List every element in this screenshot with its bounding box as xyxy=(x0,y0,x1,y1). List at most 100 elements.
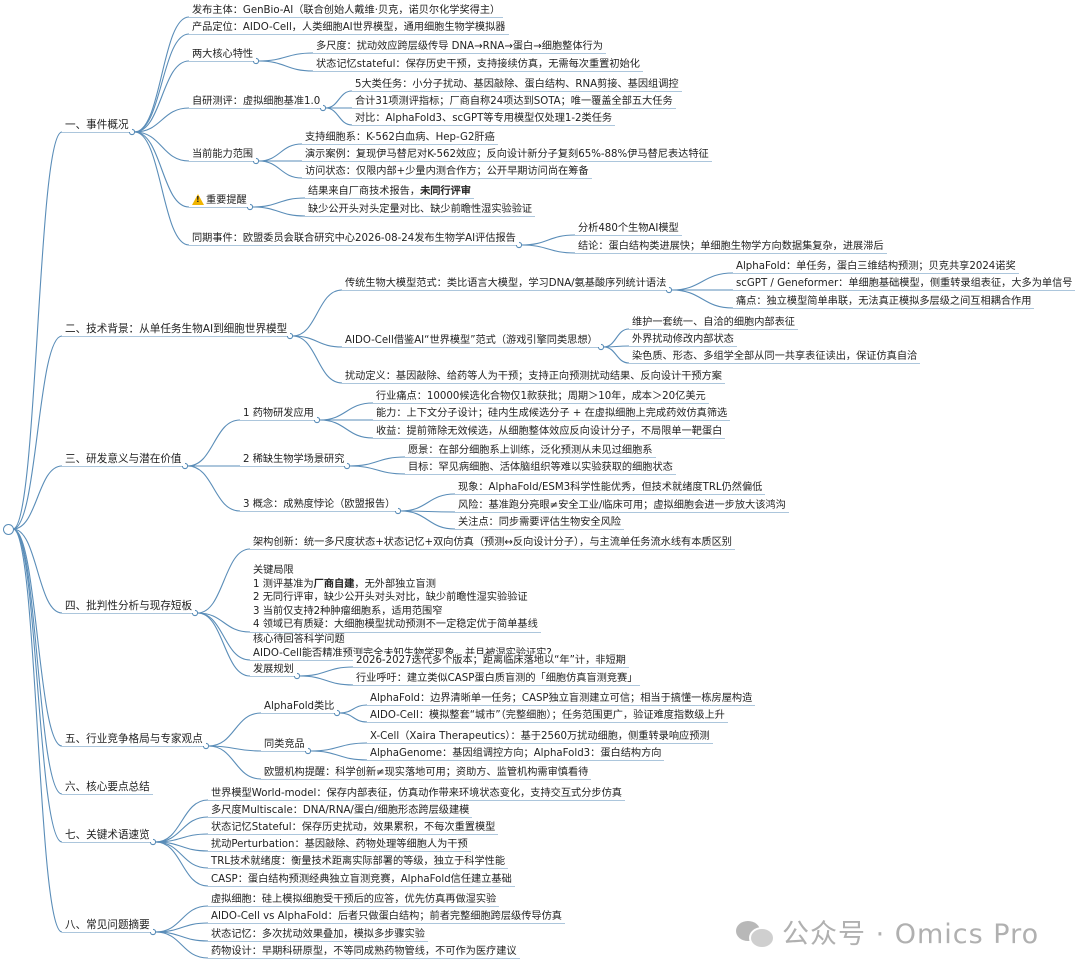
leaf-node[interactable]: 分析480个生物AI模型 xyxy=(575,222,682,235)
leaf-node[interactable]: 愿景：在部分细胞系上训练，泛化预测从未见过细胞系 xyxy=(405,444,656,457)
leaf-node[interactable]: AlphaFold：边界清晰单一任务；CASP独立盲测建立可信；相当于搞懂一栋房… xyxy=(367,692,756,705)
leaf-node[interactable]: 关注点：同步需要评估生物安全风险 xyxy=(455,516,624,529)
connector xyxy=(671,272,734,291)
leaf-node[interactable]: 支持细胞系：K-562白血病、Hep-G2肝癌 xyxy=(302,131,498,144)
leaf-node[interactable]: AlphaFold：单任务，蛋白三维结构预测；贝克共享2024诺奖 xyxy=(733,260,1019,273)
branch-node[interactable]: AlphaFold类比 xyxy=(261,700,338,713)
section-node[interactable]: 一、事件概况 xyxy=(62,119,132,132)
branch-node[interactable]: 发布主体：GenBio-AI（联合创始人戴维·贝克，诺贝尔化学奖得主） xyxy=(189,4,504,17)
node-label: AIDO-Cell借鉴AI“世界模型”范式（游戏引擎同类思想） xyxy=(345,335,598,346)
leaf-node[interactable]: 行业痛点：10000候选化合物仅1款获批；周期＞10年，成本＞20亿美元 xyxy=(373,390,709,403)
branch-node[interactable]: 状态记忆：多次扰动效果叠加，模拟多步骤实验 xyxy=(208,928,428,941)
branch-node[interactable]: 多尺度Multiscale：DNA/RNA/蛋白/细胞形态跨层级建模 xyxy=(208,804,473,817)
leaf-node[interactable]: 维护一套统一、自洽的细胞内部表征 xyxy=(629,316,798,329)
branch-node[interactable]: 当前能力范围 xyxy=(189,148,257,161)
connector xyxy=(187,465,241,512)
node-label: 支持细胞系：K-562白血病、Hep-G2肝癌 xyxy=(305,132,495,143)
node-label: 扰动Perturbation：基因敲除、药物处理等细胞人为干预 xyxy=(211,839,468,850)
branch-node[interactable]: AIDO-Cell借鉴AI“世界模型”范式（游戏引擎同类思想） xyxy=(342,334,601,347)
leaf-node[interactable]: 演示案例：复现伊马替尼对K-562效应；反向设计新分子复刻65%-88%伊马替尼… xyxy=(302,148,712,161)
leaf-node[interactable]: 行业呼吁：建立类似CASP蛋白质盲测的「细胞仿真盲测竞赛」 xyxy=(353,672,641,685)
branch-node[interactable]: 重要提醒 xyxy=(189,193,250,207)
node-label: 产品定位：AIDO-Cell，人类细胞AI世界模型，通用细胞生物学模拟器 xyxy=(192,22,506,33)
node-label: 多尺度：扰动效应跨层级传导 DNA→RNA→蛋白→细胞整体行为 xyxy=(316,41,603,52)
branch-node[interactable]: 发展规划 xyxy=(250,663,297,676)
node-label: 虚拟细胞：硅上模拟细胞受干预后的应答，优先仿真再做湿实验 xyxy=(211,894,497,905)
branch-node[interactable]: 扰动定义：基因敲除、给药等人为干预；支持正向预测扰动结果、反向设计干预方案 xyxy=(342,370,725,383)
leaf-node[interactable]: 状态记忆stateful：保存历史干预，支持接续仿真，无需每次重置初始化 xyxy=(313,58,643,71)
section-node[interactable]: 三、研发意义与潜在价值 xyxy=(62,453,185,466)
branch-node[interactable]: 同类竞品 xyxy=(261,738,308,751)
leaf-node[interactable]: 风险：基准跑分亮眼≠安全工业/临床可用；虚拟细胞会进一步放大该鸿沟 xyxy=(455,499,789,512)
branch-node[interactable]: 药物设计：早期科研原型，不等同成熟药物管线，不可作为医疗建议 xyxy=(208,945,520,958)
branch-node[interactable]: 传统生物大模型范式：类比语言大模型，学习DNA/氨基酸序列统计语法 xyxy=(342,277,670,290)
branch-node[interactable]: 架构创新：统一多尺度状态+状态记忆+双向仿真（预测↔反向设计分子），与主流单任务… xyxy=(250,536,735,549)
node-label: 扰动定义：基因敲除、给药等人为干预；支持正向预测扰动结果、反向设计干预方案 xyxy=(345,371,722,382)
leaf-node[interactable]: scGPT / Geneformer：单细胞基础模型，侧重转录组表征，大多为单信… xyxy=(733,277,1076,290)
leaf-node[interactable]: 合计31项测评指标；厂商自称24项达到SOTA；唯一覆盖全部五大任务 xyxy=(352,95,676,108)
section-node[interactable]: 八、常见问题摘要 xyxy=(62,919,153,932)
branch-node[interactable]: 产品定位：AIDO-Cell，人类细胞AI世界模型，通用细胞生物学模拟器 xyxy=(189,21,509,34)
node-label: 合计31项测评指标；厂商自称24项达到SOTA；唯一覆盖全部五大任务 xyxy=(355,96,673,107)
node-label: scGPT / Geneformer：单细胞基础模型，侧重转录组表征，大多为单信… xyxy=(736,278,1073,289)
leaf-node[interactable]: 外界扰动修改内部状态 xyxy=(629,333,737,346)
branch-node[interactable]: 1 药物研发应用 xyxy=(240,407,317,420)
node-detail-line: AIDO-Cell能否精准预测完全未知生物学现象，并且被湿实验证实? xyxy=(253,647,552,659)
branch-node[interactable]: 3 概念：成熟度悖论（欧盟报告） xyxy=(240,498,399,511)
branch-node[interactable]: TRL技术就绪度：衡量技术距离实际部署的等级，独立于科学性能 xyxy=(208,855,509,868)
connector xyxy=(155,799,209,843)
connector xyxy=(603,346,630,364)
leaf-node[interactable]: 5大类任务：小分子扰动、基因敲除、蛋白结构、RNA剪接、基因组调控 xyxy=(352,78,682,91)
section-node[interactable]: 五、行业竞争格局与专家观点 xyxy=(62,733,206,746)
branch-node[interactable]: 两大核心特性 xyxy=(189,48,257,61)
leaf-node[interactable]: 缺少公开头对头定量对比、缺少前瞻性湿实验验证 xyxy=(305,203,536,216)
branch-node[interactable]: 扰动Perturbation：基因敲除、药物处理等细胞人为干预 xyxy=(208,838,471,851)
branch-node[interactable]: 自研测评：虚拟细胞基准1.0 xyxy=(189,95,324,108)
branch-node[interactable]: CASP：蛋白结构预测经典独立盲测竞赛，AlphaFold信任建立基础 xyxy=(208,873,515,886)
node-label: 四、批判性分析与现存短板 xyxy=(65,600,193,612)
branch-node[interactable]: 欧盟机构提醒：科学创新≠现实落地可用；资助方、监管机构需审慎看待 xyxy=(261,766,592,779)
leaf-node[interactable]: 结论：蛋白结构类进展快；单细胞生物学方向数据集复杂，进展滞后 xyxy=(575,240,887,253)
node-label: 痛点：独立模型简单串联，无法真正模拟多层级之间互相耦合作用 xyxy=(736,296,1032,307)
node-label: 对比：AlphaFold3、scGPT等专用模型仅处理1-2类任务 xyxy=(355,113,613,124)
node-detail-line: 2 无同行评审，缺少公开头对头对比，缺少前瞻性湿实验验证 xyxy=(253,592,528,603)
connector xyxy=(339,704,368,714)
connector xyxy=(258,60,314,72)
leaf-node[interactable]: 结果来自厂商技术报告，未同行评审 xyxy=(305,185,474,198)
section-node[interactable]: 六、核心要点总结 xyxy=(62,781,153,794)
leaf-node[interactable]: X-Cell（Xaira Therapeutics）：基于2560万扰动细胞，侧… xyxy=(367,730,713,743)
leaf-node[interactable]: 2026-2027迭代多个版本；距离临床落地以“年”计，非短期 xyxy=(353,654,629,667)
section-node[interactable]: 七、关键术语速览 xyxy=(62,829,153,842)
leaf-node[interactable]: 能力：上下文分子设计；硅内生成候选分子 + 在虚拟细胞上完成药效仿真筛选 xyxy=(373,407,731,420)
root-node[interactable] xyxy=(3,524,14,535)
connector xyxy=(252,206,306,217)
branch-node[interactable]: 同期事件：欧盟委员会联合研究中心2026-08-24发布生物学AI评估报告 xyxy=(189,232,519,245)
leaf-node[interactable]: 访问状态：仅限内部+少量内测合作方；公开早期访问尚在筹备 xyxy=(302,165,592,178)
branch-node[interactable]: 状态记忆Stateful：保存历史扰动，效果累积，不每次重置模型 xyxy=(208,821,499,834)
branch-node[interactable]: 2 稀缺生物学场景研究 xyxy=(240,453,348,466)
node-label: CASP：蛋白结构预测经典独立盲测竞赛，AlphaFold信任建立基础 xyxy=(211,874,512,885)
branch-node[interactable]: 虚拟细胞：硅上模拟细胞受干预后的应答，优先仿真再做湿实验 xyxy=(208,893,500,906)
connector xyxy=(12,528,63,843)
leaf-node[interactable]: AIDO-Cell：模拟整套“城市”（完整细胞）；任务范围更广，验证难度指数级上… xyxy=(367,709,728,722)
leaf-node[interactable]: 对比：AlphaFold3、scGPT等专用模型仅处理1-2类任务 xyxy=(352,112,616,125)
branch-node[interactable]: AIDO-Cell vs AlphaFold：后者只做蛋白结构；前者完整细胞跨层… xyxy=(208,910,565,923)
section-node[interactable]: 二、技术背景：从单任务生物AI到细胞世界模型 xyxy=(62,323,291,336)
connector xyxy=(187,419,241,467)
section-node[interactable]: 四、批判性分析与现存短板 xyxy=(62,600,196,613)
leaf-node[interactable]: 多尺度：扰动效应跨层级传导 DNA→RNA→蛋白→细胞整体行为 xyxy=(313,40,606,53)
node-label: 收益：提前筛除无效候选，从细胞整体效应反向设计分子，不局限单一靶蛋白 xyxy=(376,426,723,437)
connector xyxy=(252,197,306,208)
leaf-node[interactable]: 收益：提前筛除无效候选，从细胞整体效应反向设计分子，不局限单一靶蛋白 xyxy=(373,425,726,438)
leaf-node[interactable]: 现象：AlphaFold/ESM3科学性能优秀，但技术就绪度TRL仍然偏低 xyxy=(455,481,766,494)
branch-node[interactable]: 世界模型World-model：保存内部表征，仿真动作带来环境状态变化，支持交互… xyxy=(208,787,625,800)
leaf-node[interactable]: AlphaGenome：基因组调控方向；AlphaFold3：蛋白结构方向 xyxy=(367,747,665,760)
node-label: 发布主体：GenBio-AI（联合创始人戴维·贝克，诺贝尔化学奖得主） xyxy=(192,5,501,16)
leaf-node[interactable]: 目标：罕见病细胞、活体脑组织等难以实验获取的细胞状态 xyxy=(405,461,676,474)
leaf-node[interactable]: 染色质、形态、多组学全部从同一共享表征读出，保证仿真自洽 xyxy=(629,350,921,363)
connector xyxy=(134,16,190,133)
leaf-node[interactable]: 痛点：独立模型简单串联，无法真正模拟多层级之间互相耦合作用 xyxy=(733,295,1035,308)
connector xyxy=(155,931,209,959)
